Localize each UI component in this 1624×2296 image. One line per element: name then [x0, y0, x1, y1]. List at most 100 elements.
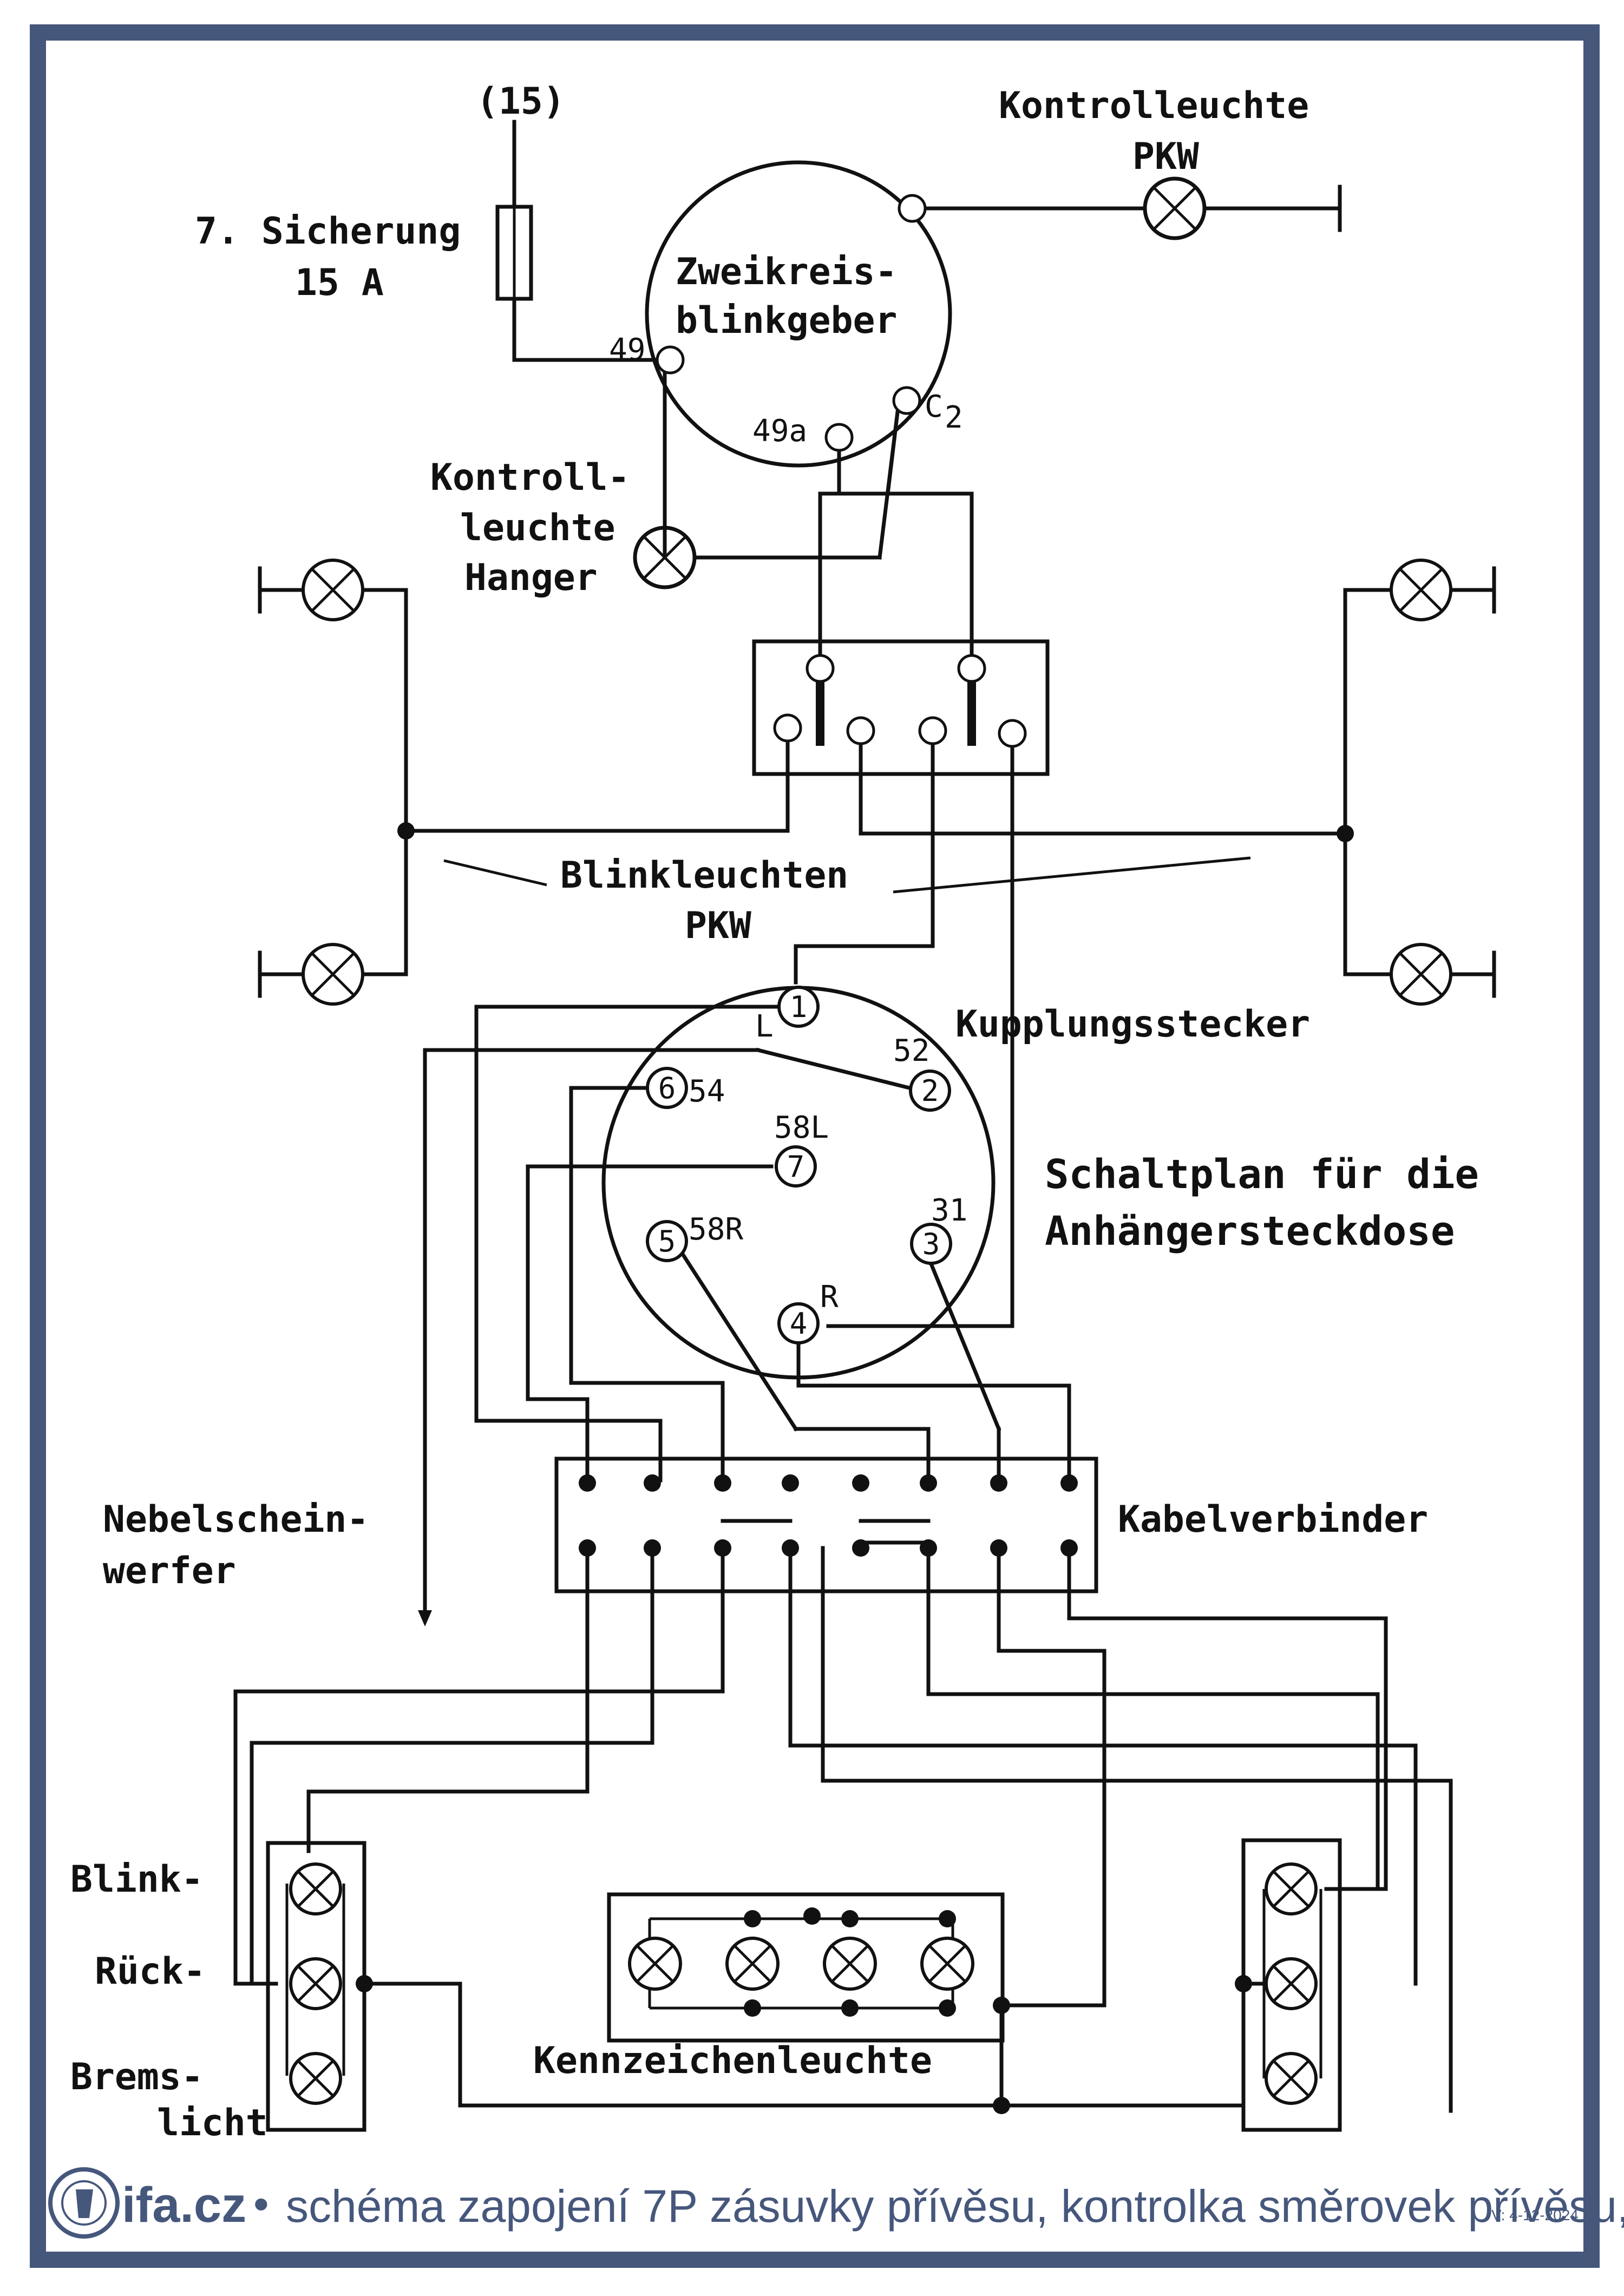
- junction-dot: [990, 1539, 1007, 1557]
- rear-left-label-1: Blink-: [70, 1858, 204, 1901]
- pin-3-name: 31: [931, 1193, 967, 1228]
- plate-lamp-label: Kennzeichenleuchte: [533, 2039, 932, 2082]
- junction-dot: [841, 1910, 859, 1927]
- junction-dot: [782, 1539, 799, 1557]
- plug-pin-labels: L 52 54 58L 58R 31 R: [689, 1009, 967, 1315]
- pin-c2-label: C: [925, 389, 943, 424]
- pin-4-name: R: [820, 1280, 839, 1315]
- pin-2-name: 52: [893, 1033, 929, 1068]
- rear-left-label-2: Rück-: [95, 1950, 206, 1993]
- junction-dot: [993, 2097, 1010, 2114]
- junction-dot: [397, 822, 415, 839]
- junction-dot: [356, 1975, 373, 1992]
- lamp-trailer-control: [633, 526, 697, 589]
- junction-dot: [644, 1474, 661, 1492]
- plug-pin-6: 6: [646, 1067, 688, 1109]
- pkw-turn-lamp-wires: [404, 742, 1347, 1328]
- pin-7-name: 58L: [774, 1110, 829, 1145]
- junction-dot: [714, 1474, 731, 1492]
- connector-block: [554, 1457, 1098, 1593]
- connector-label: Kabelverbinder: [1118, 1498, 1428, 1541]
- junction-dot: [939, 1910, 956, 1927]
- pin-1-name: L: [755, 1009, 774, 1044]
- junction-dot: [803, 1907, 821, 1925]
- pkw-lamp-label-1: Kontrolleuchte: [999, 84, 1309, 127]
- lamp-pkw-rear-right: [1390, 943, 1452, 1006]
- fuse-label-name: 7. Sicherung: [195, 210, 461, 253]
- lamp-rear-left-brake: [289, 2052, 342, 2105]
- terminal-switch-4: [998, 719, 1027, 748]
- lamp-rear-left-blink: [289, 1862, 342, 1915]
- terminal-switch-1: [773, 713, 802, 743]
- lamp-plate-4: [920, 1937, 974, 1991]
- terminal-flasher-out: [898, 194, 927, 223]
- pin-49a-label: 49a: [752, 414, 807, 449]
- plug-pin-number: 6: [658, 1071, 676, 1105]
- lamp-rear-right-blink: [1265, 1862, 1318, 1915]
- plug-pin-number: 5: [658, 1224, 676, 1258]
- indicator-switch: [752, 639, 1050, 776]
- trailer-indicator-lamp: Kontroll- leuchte Hanger: [430, 358, 920, 599]
- lamp-plate-3: [823, 1937, 877, 1991]
- lamp-rear-right-tail: [1265, 1957, 1318, 2010]
- pin-c2-sub-label: 2: [945, 400, 963, 435]
- plug-pin-3: 3: [910, 1223, 952, 1265]
- junction-dot: [920, 1474, 937, 1492]
- plug-pin-4: 4: [777, 1302, 820, 1344]
- fog-label-1: Nebelschein-: [103, 1498, 369, 1541]
- lamp-rear-left-tail: [289, 1957, 342, 2010]
- rear-left-label-4: licht: [157, 2102, 268, 2144]
- junction-dot: [579, 1539, 596, 1557]
- terminal-49: [656, 345, 685, 375]
- lamp-pkw-rear-left: [302, 943, 364, 1006]
- junction-dot: [714, 1539, 731, 1557]
- blink-pkw-label-1: Blinkleuchten: [560, 854, 848, 897]
- lamp-rear-right-brake: [1265, 2052, 1318, 2105]
- junction-dot: [852, 1539, 869, 1557]
- plug-pin-number: 4: [790, 1307, 808, 1341]
- lamp-pkw-front-right: [1390, 559, 1452, 621]
- lamp-symbols: [289, 559, 1452, 2105]
- junction-dot: [744, 1910, 761, 1927]
- plate-lamp-housing: [607, 1892, 1005, 2043]
- junction-dot: [1060, 1474, 1078, 1492]
- footer-version: V: 4-12-2024: [1491, 2207, 1579, 2223]
- terminal-switch-b: [957, 654, 986, 683]
- pkw-left-turn-lamps: [258, 566, 408, 998]
- junction-dot: [920, 1539, 937, 1557]
- junction-dot: [579, 1474, 596, 1492]
- footer: ifa.cz • schéma zapojení 7P zásuvky přív…: [48, 2167, 1624, 2239]
- blinkleuchten-label: Blinkleuchten PKW: [443, 854, 1251, 947]
- cable-connector: Kabelverbinder: [554, 1457, 1428, 1593]
- fog-arrow-head: [418, 1610, 432, 1626]
- pkw-right-turn-lamps: [1343, 566, 1496, 998]
- lamp-plate-2: [725, 1937, 780, 1991]
- footer-caption: schéma zapojení 7P zásuvky přívěsu, kont…: [286, 2181, 1624, 2232]
- plug-pin-number: 7: [787, 1150, 805, 1184]
- terminal-switch-a: [806, 654, 835, 683]
- pin-6-name: 54: [689, 1074, 725, 1109]
- plug-pin-number: 3: [922, 1227, 940, 1261]
- junction-dot: [1235, 1975, 1252, 1992]
- fog-label-2: werfer: [103, 1550, 236, 1592]
- fuse-circuit: (15) 7. Sicherung 15 A: [195, 80, 667, 362]
- footer-bullet: •: [253, 2180, 269, 2229]
- flasher-label-1: Zweikreis-: [676, 251, 897, 293]
- rear-left-label-3: Brems-: [70, 2056, 204, 2098]
- plug-title: Kupplungsstecker: [955, 1003, 1310, 1046]
- schematic-title-line-2: Anhängersteckdose: [1045, 1208, 1455, 1255]
- fog-light-wire: Nebelschein- werfer: [103, 1498, 432, 1626]
- rear-left-cluster: Blink- Rück- Brems- licht: [70, 1841, 1004, 2144]
- junction-dot: [852, 1474, 869, 1492]
- trailer-lamp-label-3: Hanger: [464, 556, 598, 599]
- terminal-15-label: (15): [476, 80, 565, 123]
- trailer-lamp-label-1: Kontroll-: [430, 456, 630, 499]
- pin-49-label: 49: [609, 332, 645, 368]
- junction-dot: [744, 1999, 761, 2017]
- footer-brand: ifa.cz: [122, 2177, 246, 2233]
- schematic-title-line-1: Schaltplan für die: [1045, 1151, 1479, 1198]
- page-frame: [30, 24, 1600, 2268]
- junction-dot: [644, 1539, 661, 1557]
